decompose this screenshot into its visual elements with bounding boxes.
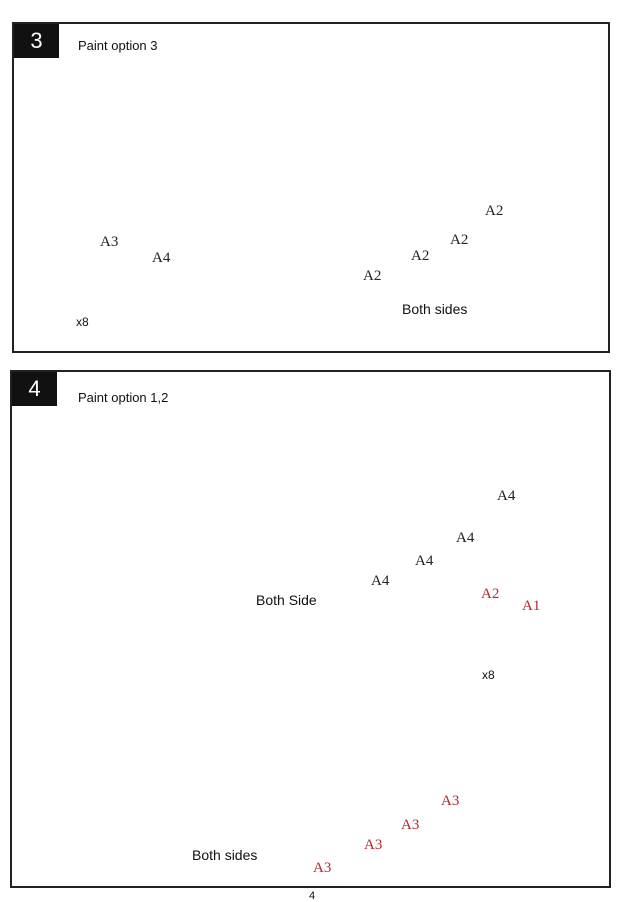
part-label: A3: [313, 860, 332, 876]
part-label: A4: [371, 573, 390, 589]
step-number: 3: [14, 24, 59, 58]
part-label: A4: [456, 530, 475, 546]
both-sides-note: Both sides: [192, 847, 258, 863]
step-number: 4: [12, 372, 57, 406]
part-label: A2: [411, 248, 430, 264]
detail-part-label: A1: [522, 598, 541, 614]
part-label: A3: [401, 817, 420, 833]
part-label: A2: [363, 268, 382, 284]
part-label: A2: [450, 232, 469, 248]
both-sides-note: Both sides: [402, 301, 468, 317]
part-label: A4: [497, 488, 516, 504]
step-3-panel: 3 Paint option 3 Both sides: [12, 22, 610, 353]
part-label: A3: [441, 793, 460, 809]
paint-option-title: Paint option 3: [78, 38, 158, 53]
step-4-panel: 4 Paint option 1,2 Both Side Both sides: [10, 370, 611, 888]
quantity-label: x8: [482, 668, 495, 682]
detail-part-label: A3: [100, 234, 119, 250]
detail-part-label: A2: [481, 586, 500, 602]
detail-part-label: A4: [152, 250, 171, 266]
quantity-label: x8: [76, 315, 89, 329]
part-label: A2: [485, 203, 504, 219]
part-label: A3: [364, 837, 383, 853]
part-label: A4: [415, 553, 434, 569]
paint-option-title: Paint option 1,2: [78, 390, 169, 405]
page-number: 4: [309, 890, 316, 902]
both-side-note: Both Side: [256, 592, 317, 608]
